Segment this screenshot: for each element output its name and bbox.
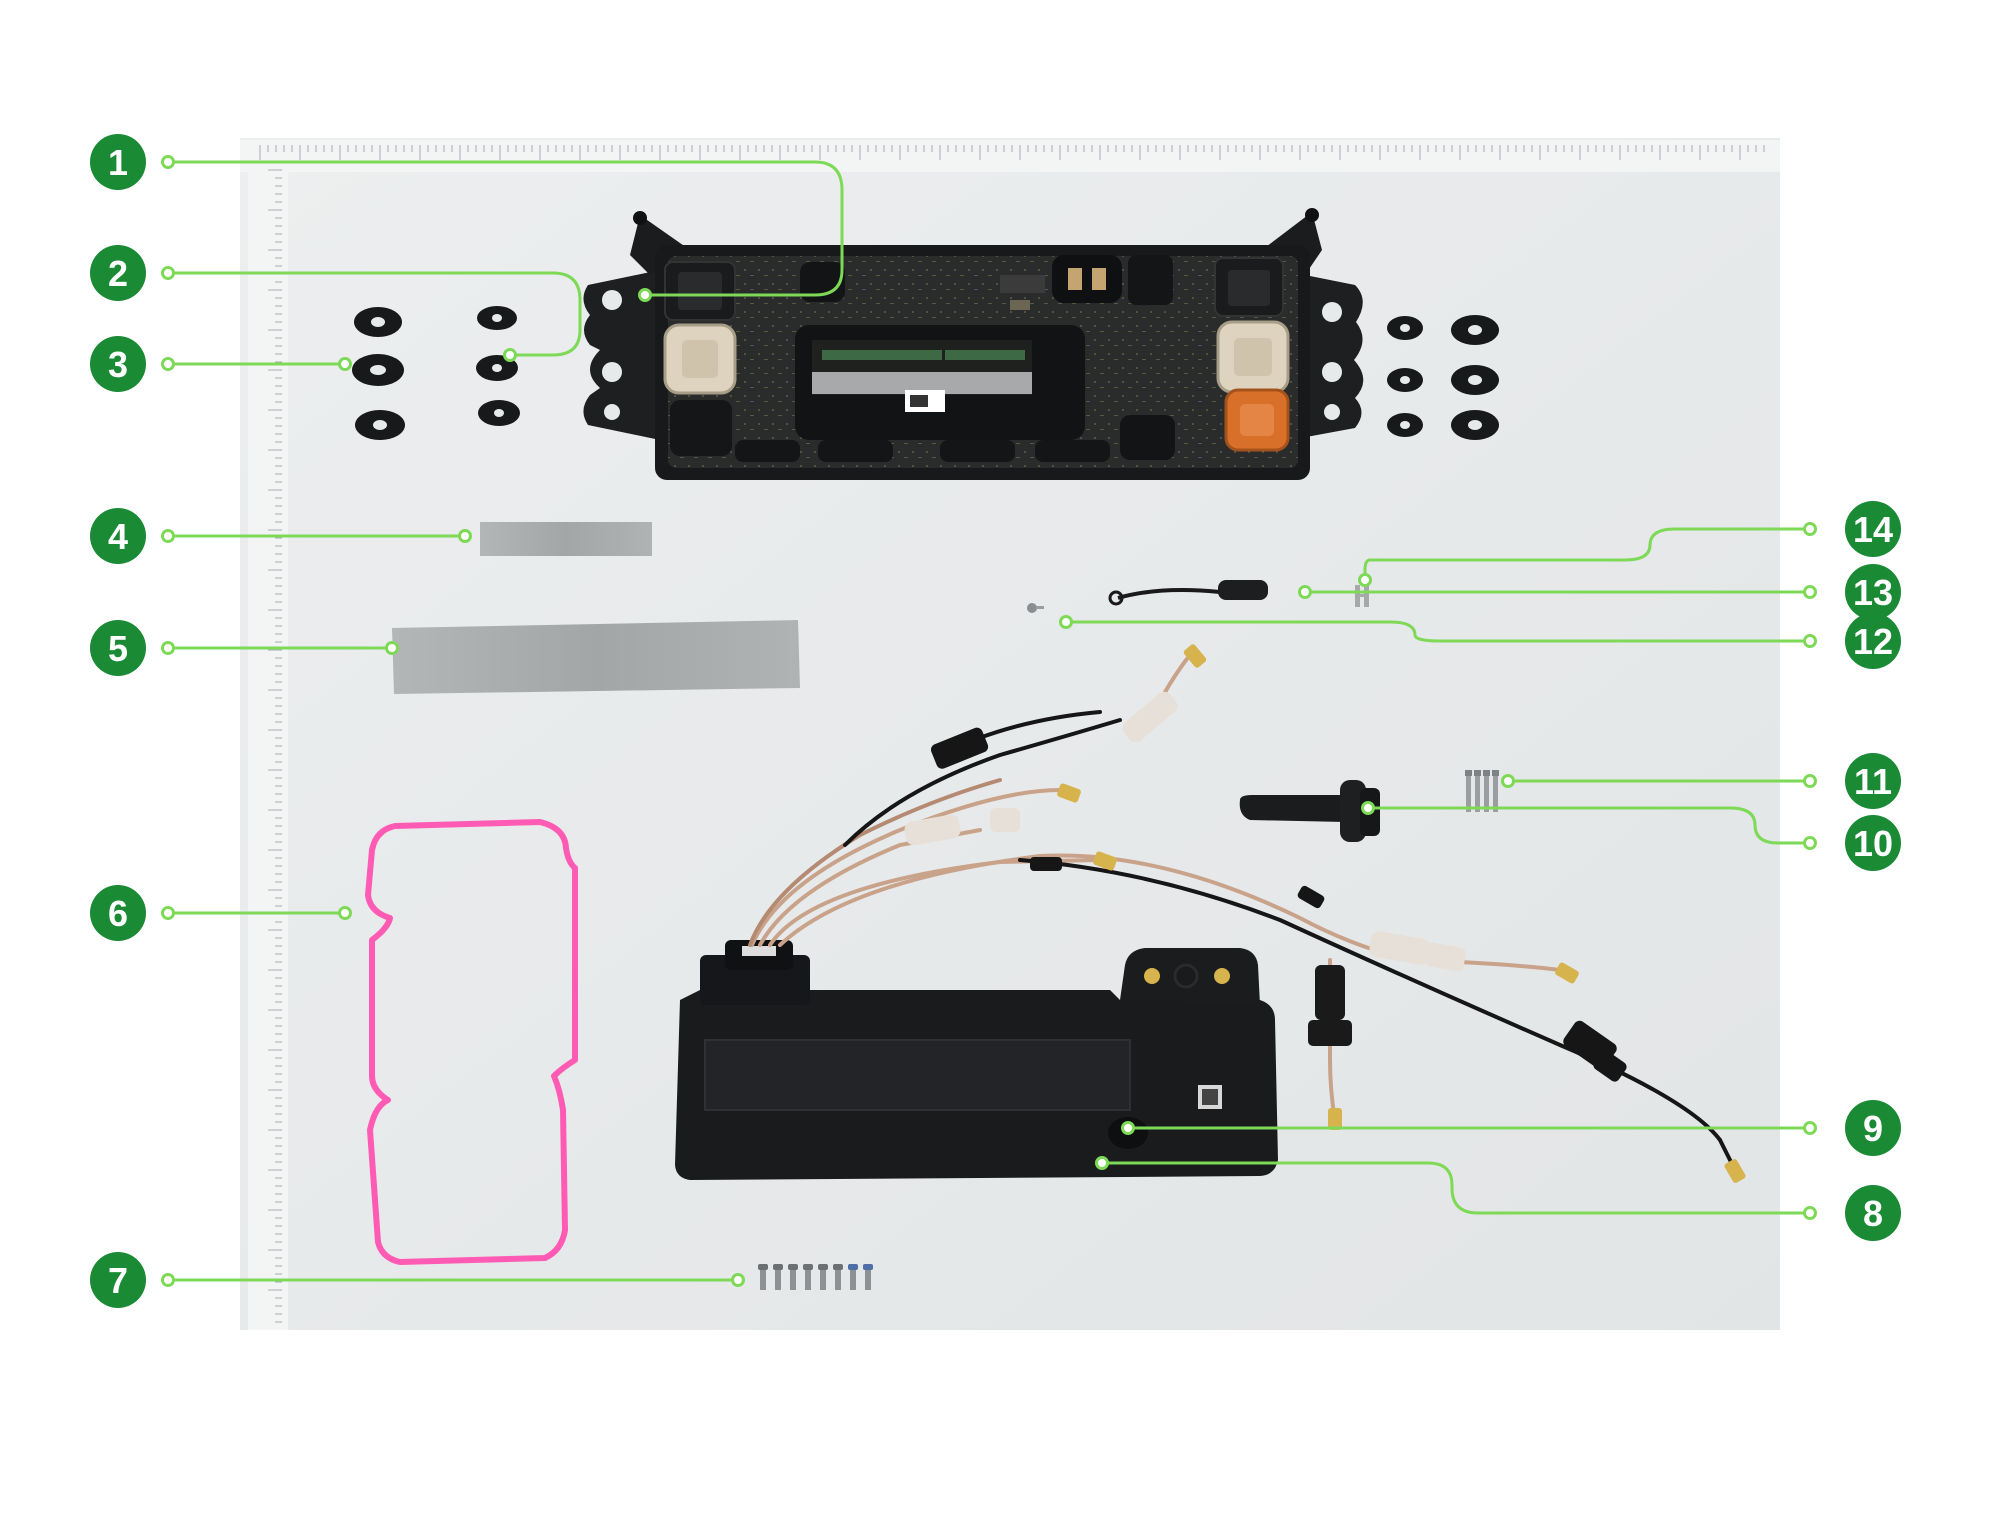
leader-end-dot <box>1298 585 1312 599</box>
rubber-plug <box>1239 780 1380 842</box>
housing-gasket <box>365 819 578 1265</box>
leader-end-dot <box>338 906 352 920</box>
leader-end-dot <box>458 529 472 543</box>
small-thermal-pad <box>480 522 652 556</box>
callout-10: 10 <box>1361 801 1901 871</box>
leader-start-dot <box>1803 774 1817 788</box>
leader-start-dot <box>161 266 175 280</box>
leader-start-dot <box>1803 1121 1817 1135</box>
clip <box>1355 585 1369 607</box>
leader-line-1 <box>168 160 844 297</box>
cable-connectors <box>904 644 1746 1183</box>
callout-13: 13 <box>1298 564 1901 620</box>
leader-end-dot <box>385 641 399 655</box>
leader-line-8 <box>1102 1161 1810 1215</box>
leader-end-dot <box>731 1273 745 1287</box>
callout-badge <box>1845 613 1901 669</box>
leader-end-dot <box>1059 615 1073 629</box>
small-grommet <box>476 306 520 426</box>
callout-number: 14 <box>1853 509 1893 550</box>
callout-badge <box>90 885 146 941</box>
leader-line-12 <box>1066 620 1810 643</box>
callout-number: 5 <box>108 628 128 669</box>
callout-1: 1 <box>90 134 844 302</box>
leader-start-dot <box>1803 585 1817 599</box>
callout-number: 2 <box>108 253 128 294</box>
top-ruler <box>240 140 1780 172</box>
callout-number: 6 <box>108 893 128 934</box>
callout-number: 8 <box>1863 1193 1883 1234</box>
leader-end-dot <box>503 348 517 362</box>
callout-number: 13 <box>1853 572 1893 613</box>
leader-start-dot <box>1803 634 1817 648</box>
callout-badge <box>1845 1185 1901 1241</box>
callout-badge <box>1845 815 1901 871</box>
callout-number: 7 <box>108 1260 128 1301</box>
callout-badge <box>90 336 146 392</box>
callout-badge <box>90 508 146 564</box>
callout-2: 2 <box>90 245 582 362</box>
wire-strap <box>1108 580 1268 606</box>
leader-end-dot <box>338 357 352 371</box>
small-screws <box>1465 770 1499 812</box>
callout-number: 9 <box>1863 1108 1883 1149</box>
pcb-module <box>583 208 1364 480</box>
leader-line-14 <box>1363 527 1810 580</box>
callout-badge <box>90 134 146 190</box>
leader-start-dot <box>1803 1206 1817 1220</box>
callout-number: 12 <box>1853 621 1893 662</box>
leader-start-dot <box>161 155 175 169</box>
callout-number: 3 <box>108 344 128 385</box>
large-thermal-pad <box>392 620 800 694</box>
screw-set <box>758 1264 873 1290</box>
callout-number: 10 <box>1853 823 1893 864</box>
callout-9: 9 <box>1121 1100 1901 1156</box>
callout-number: 4 <box>108 516 128 557</box>
callout-number: 11 <box>1854 761 1892 802</box>
leader-end-dot <box>1121 1121 1135 1135</box>
leader-start-dot <box>161 1273 175 1287</box>
callout-11: 11 <box>1501 753 1901 809</box>
left-ruler <box>248 160 288 1330</box>
leader-start-dot <box>161 641 175 655</box>
callout-5: 5 <box>90 620 399 676</box>
callout-14: 14 <box>1358 501 1901 587</box>
callout-12: 12 <box>1059 613 1901 669</box>
callout-badge <box>1845 501 1901 557</box>
leader-start-dot <box>161 906 175 920</box>
leader-end-dot <box>1095 1156 1109 1170</box>
callout-3: 3 <box>90 336 352 392</box>
large-grommet <box>352 307 405 440</box>
callout-badge <box>90 1252 146 1308</box>
leader-end-dot <box>1361 801 1375 815</box>
callout-6: 6 <box>90 885 352 941</box>
leader-start-dot <box>1803 522 1817 536</box>
leader-line-10 <box>1368 806 1810 845</box>
leader-start-dot <box>161 357 175 371</box>
callout-7: 7 <box>90 1252 745 1308</box>
callout-badge <box>1845 564 1901 620</box>
leader-start-dot <box>1803 836 1817 850</box>
tiny-screw <box>1027 603 1044 613</box>
leader-line-2 <box>168 271 582 357</box>
callout-4: 4 <box>90 508 472 564</box>
callout-number: 1 <box>108 142 128 183</box>
callout-badge <box>90 620 146 676</box>
grommets-right <box>1387 315 1499 440</box>
callout-8: 8 <box>1095 1156 1901 1241</box>
leader-end-dot <box>1358 573 1372 587</box>
leader-end-dot <box>1501 774 1515 788</box>
callout-badge <box>1845 1100 1901 1156</box>
callout-badge <box>90 245 146 301</box>
cable-harness <box>748 653 1737 1172</box>
leader-start-dot <box>161 529 175 543</box>
callout-badge <box>1845 753 1901 809</box>
leader-end-dot <box>638 288 652 302</box>
